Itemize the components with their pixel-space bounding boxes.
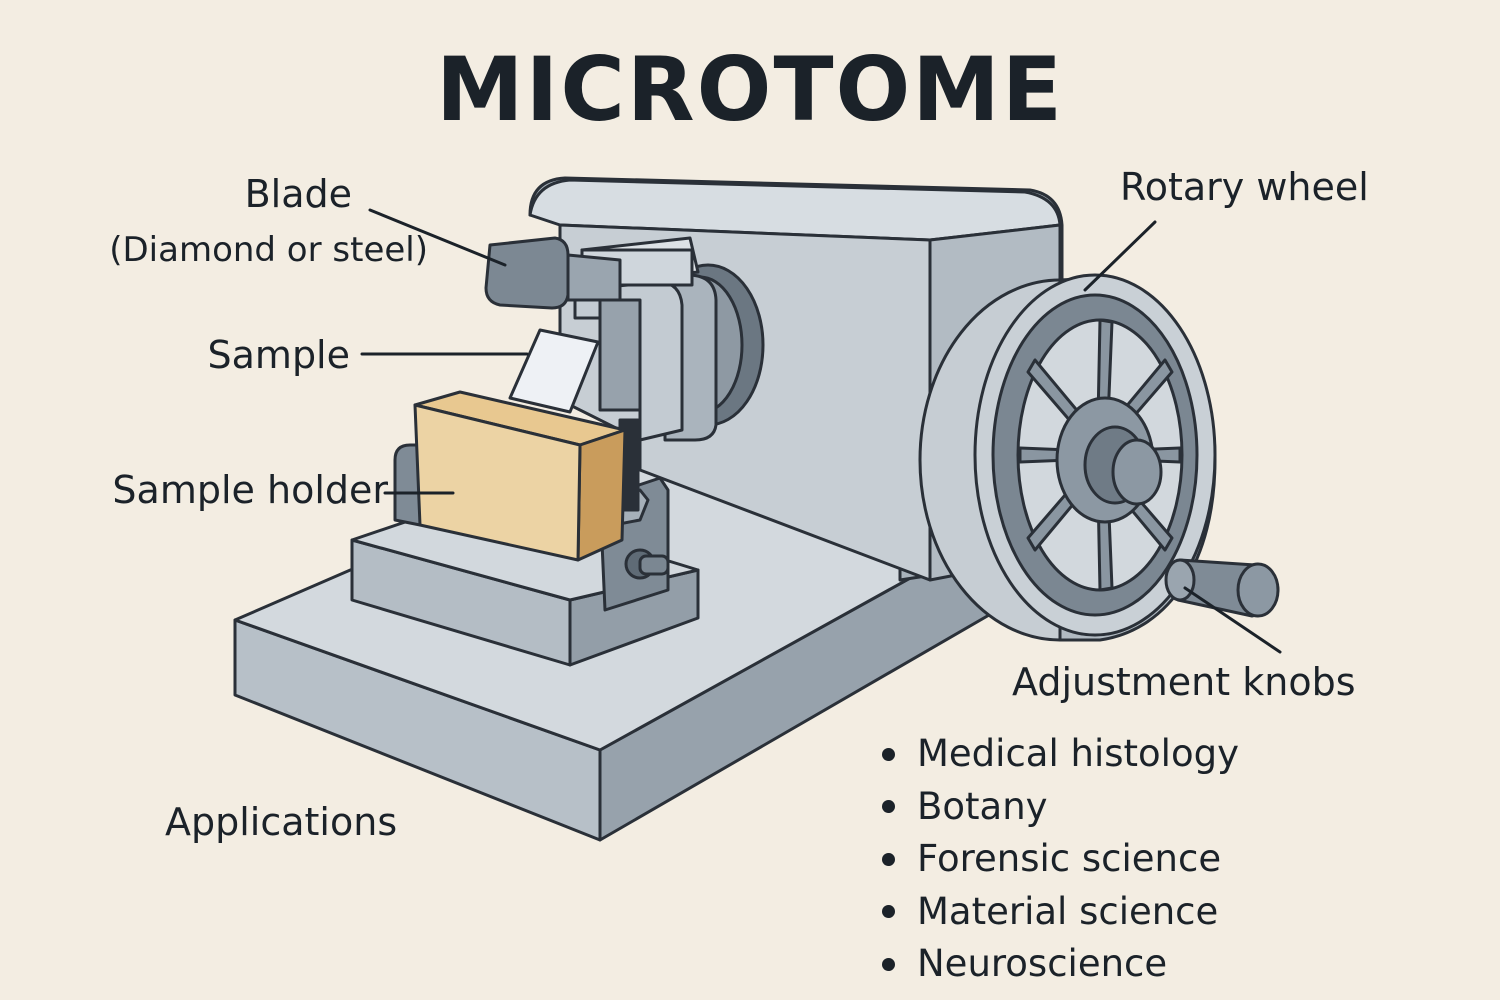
application-text: Medical histology bbox=[917, 732, 1239, 775]
adjustment-knobs-label: Adjustment knobs bbox=[1012, 660, 1356, 704]
rotary-wheel bbox=[918, 273, 1217, 642]
rotary-wheel-label: Rotary wheel bbox=[1120, 165, 1369, 209]
application-item: Forensic science bbox=[878, 833, 1239, 886]
blade-leader bbox=[368, 208, 507, 267]
application-item: Medical histology bbox=[878, 728, 1239, 781]
application-text: Forensic science bbox=[917, 837, 1222, 880]
application-text: Botany bbox=[917, 784, 1048, 828]
blade-assembly bbox=[484, 236, 765, 442]
adjustment-knob bbox=[1164, 558, 1280, 618]
application-item: Botany bbox=[878, 781, 1239, 834]
sample-label: Sample bbox=[207, 333, 350, 377]
rotary-wheel-leader bbox=[1083, 220, 1157, 292]
application-item: Material science bbox=[878, 886, 1239, 939]
application-item: Neuroscience bbox=[878, 938, 1239, 991]
applications-list: Medical histology Botany Forensic scienc… bbox=[878, 728, 1239, 991]
applications-heading: Applications bbox=[165, 800, 398, 844]
adjustment-knobs-leader bbox=[1183, 586, 1282, 654]
application-text: Neuroscience bbox=[917, 942, 1168, 985]
sample-holder-label: Sample holder bbox=[112, 468, 388, 512]
application-text: Material science bbox=[917, 889, 1219, 933]
blade-label: Blade bbox=[244, 172, 352, 216]
bullet-icon bbox=[882, 800, 895, 814]
specimen bbox=[508, 328, 600, 414]
diagram-title: MICROTOME bbox=[436, 38, 1064, 141]
blade-material-label: (Diamond or steel) bbox=[109, 230, 428, 270]
bullet-icon bbox=[882, 957, 895, 971]
bullet-icon bbox=[882, 905, 895, 919]
sample-block bbox=[413, 390, 627, 562]
bullet-icon bbox=[882, 747, 895, 761]
bullet-icon bbox=[882, 852, 895, 866]
